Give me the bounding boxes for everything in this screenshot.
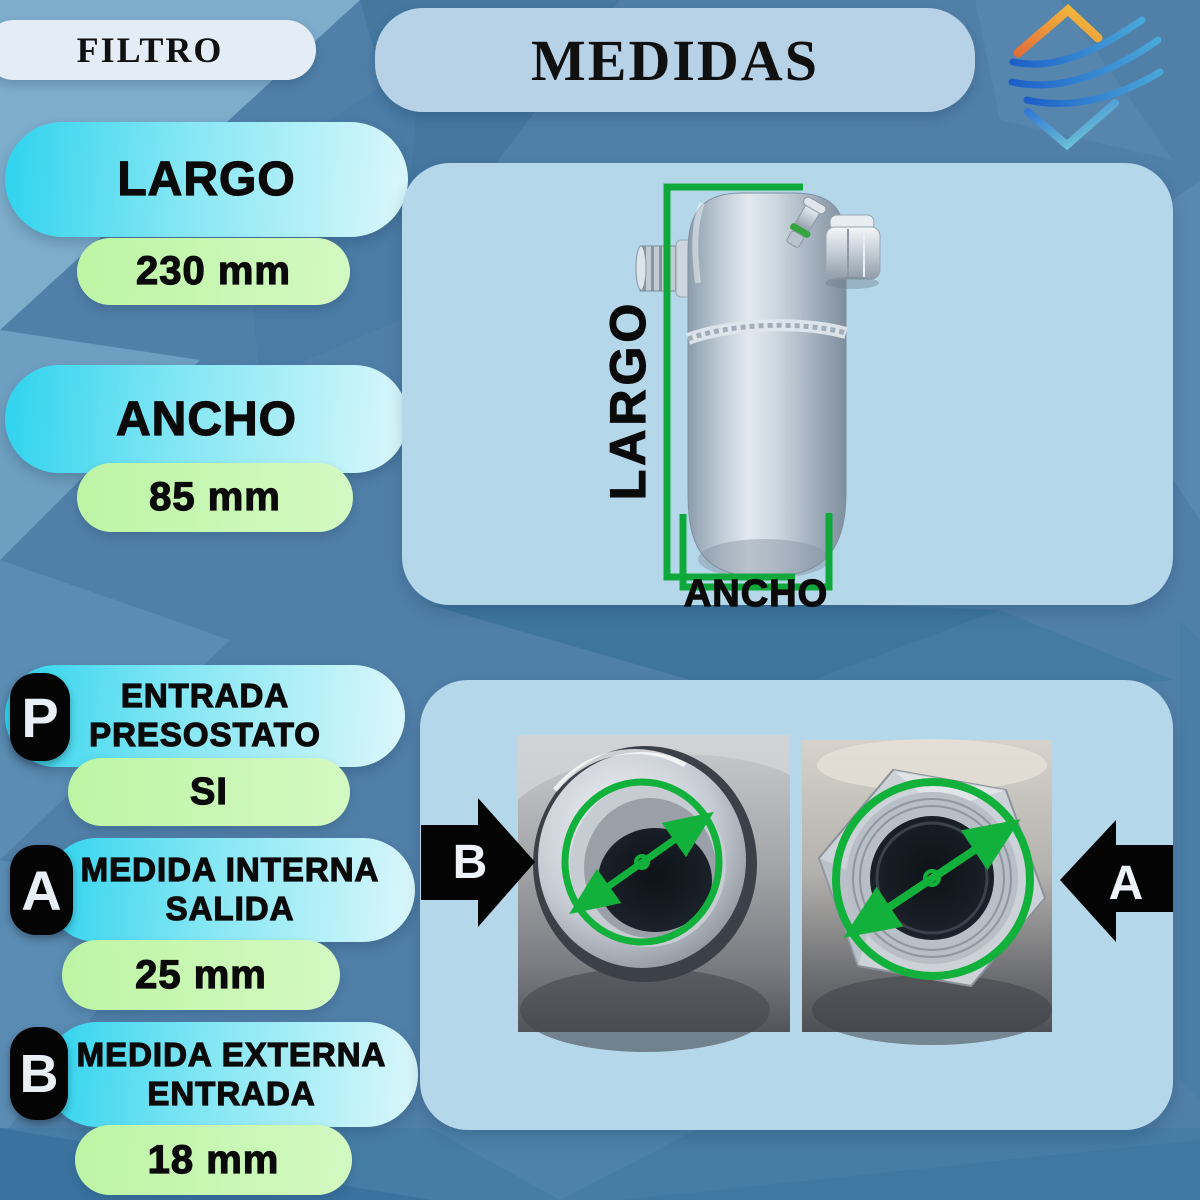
marker-p-letter: P (21, 685, 59, 749)
spec-presostato-value: SI (189, 770, 228, 813)
spec-salida-value: 25 mm (135, 952, 267, 997)
spec-salida-line2: SALIDA (165, 889, 295, 927)
port-b-diameter-arrow (569, 811, 714, 915)
charge-valve (786, 196, 827, 248)
spec-presostato-pill: ENTRADA PRESOSTATO (5, 665, 405, 767)
dimension-largo-label-pill: LARGO (5, 122, 408, 237)
filter-cylinder-photo (635, 183, 881, 591)
diagram-largo-label: LARGO (599, 299, 656, 501)
ports-photo-panel: B A (420, 680, 1173, 1130)
measurement-photo-panel: LARGO ANCHO (402, 163, 1173, 616)
port-b-diameter-circle (561, 778, 723, 946)
arrow-b-letter: B (453, 836, 488, 889)
spec-entrada-line1: MEDIDA EXTERNA (76, 1035, 387, 1073)
spec-salida-value-pill: 25 mm (62, 940, 340, 1010)
port-a-diameter-circle (832, 778, 1034, 980)
page-title: MEDIDAS (375, 8, 975, 112)
spec-entrada-value-pill: 18 mm (75, 1125, 352, 1195)
spec-salida-line1: MEDIDA INTERNA (80, 850, 380, 889)
arrow-b-icon: B (421, 798, 535, 927)
marker-p-icon: P (10, 673, 70, 761)
spec-entrada-pill: MEDIDA EXTERNA ENTRADA (45, 1022, 418, 1127)
arrow-a-letter: A (1109, 857, 1144, 910)
ancho-measure-bracket (679, 513, 833, 591)
dimension-ancho-label: ANCHO (115, 392, 297, 446)
dimension-largo-label: LARGO (117, 152, 296, 206)
spec-entrada-value: 18 mm (147, 1137, 280, 1182)
port-a-diameter-arrow (843, 819, 1021, 938)
dimension-ancho-label-pill: ANCHO (5, 365, 408, 473)
dimension-ancho-value-pill: 85 mm (77, 463, 353, 532)
spec-presostato-value-pill: SI (68, 758, 350, 826)
spec-entrada-line2: ENTRADA (147, 1074, 316, 1112)
marker-a-letter: A (21, 858, 62, 922)
spec-presostato-line1: ENTRADA (120, 676, 290, 715)
arrow-a-icon: A (1060, 820, 1173, 942)
dimension-ancho-value: 85 mm (149, 474, 281, 519)
marker-a-icon: A (10, 845, 73, 935)
diagram-ancho-label: ANCHO (683, 572, 829, 615)
product-type-label: FILTRO (76, 30, 224, 70)
brand-logo-icon (1008, 4, 1164, 151)
marker-b-icon: B (10, 1027, 68, 1120)
dimension-largo-value-pill: 230 mm (77, 238, 350, 305)
weld-seam (685, 319, 848, 345)
product-type-badge: FILTRO (0, 20, 316, 80)
dimension-largo-value: 230 mm (135, 248, 291, 293)
inlet-port-fitting (825, 214, 881, 289)
port-a-photo (802, 739, 1052, 1045)
marker-b-letter: B (19, 1043, 59, 1104)
cylinder-body (685, 192, 848, 579)
spec-presostato-line2: PRESOSTATO (88, 715, 321, 753)
page-title-label: MEDIDAS (531, 27, 819, 93)
largo-measure-bracket (663, 183, 803, 581)
port-b-photo (518, 735, 790, 1052)
spec-salida-pill: MEDIDA INTERNA SALIDA (45, 838, 415, 942)
